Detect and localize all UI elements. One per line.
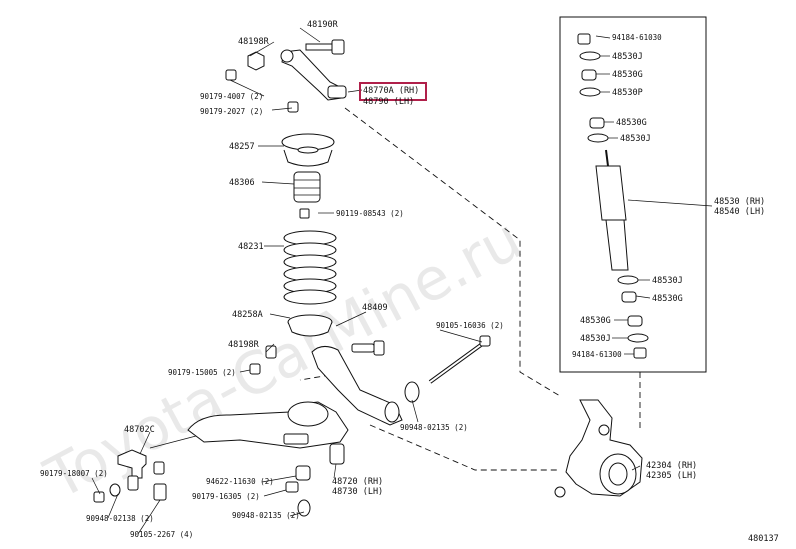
label-90179-18007[interactable]: 90179-18007 (2) — [40, 469, 108, 478]
lower-control-arm — [149, 401, 349, 465]
label-48190R[interactable]: 48190R — [307, 20, 339, 30]
long-bolt — [384, 335, 491, 423]
highlighted-part-box — [359, 82, 427, 101]
label-90179-15005[interactable]: 90179-15005 (2) — [168, 368, 236, 377]
lower-arm-upper-link — [249, 340, 403, 426]
label-48530G-3[interactable]: 48530G — [652, 294, 683, 304]
label-48530G-4[interactable]: 48530G — [580, 316, 611, 326]
shock-absorber — [577, 33, 649, 359]
label-48530-rh[interactable]: 48530 (RH) — [714, 197, 765, 207]
shock-absorber-frame — [559, 16, 707, 373]
label-48702C[interactable]: 48702C — [124, 425, 155, 435]
label-48258A[interactable]: 48258A — [232, 310, 263, 320]
label-48530G-2[interactable]: 48530G — [616, 118, 647, 128]
label-90105-16036[interactable]: 90105-16036 (2) — [436, 321, 504, 330]
label-90119-08543[interactable]: 90119-08543 (2) — [336, 209, 404, 218]
label-48198R-top[interactable]: 48198R — [238, 37, 270, 47]
label-90948-02135-a[interactable]: 90948-02135 (2) — [400, 423, 468, 432]
part-labels: 48190R 48198R 90179-4007 (2) 90179-2027 … — [40, 20, 779, 544]
label-94184-61300[interactable]: 94184-61300 — [572, 350, 622, 359]
label-48530J-3[interactable]: 48530J — [652, 276, 683, 286]
bolt-small — [299, 208, 310, 219]
label-48730-lh[interactable]: 48730 (LH) — [332, 487, 383, 497]
spring-upper-seat — [281, 133, 335, 167]
label-42304-rh[interactable]: 42304 (RH) — [646, 461, 697, 471]
label-90179-16305[interactable]: 90179-16305 (2) — [192, 492, 260, 501]
label-48530J-2[interactable]: 48530J — [620, 134, 651, 144]
label-90179-2027[interactable]: 90179-2027 (2) — [200, 107, 263, 116]
bump-stopper — [293, 171, 321, 203]
label-90179-4007[interactable]: 90179-4007 (2) — [200, 92, 263, 101]
label-48257[interactable]: 48257 — [229, 142, 255, 152]
label-48530P[interactable]: 48530P — [612, 88, 643, 98]
upper-arm-ref-line — [344, 107, 561, 397]
spring-lower-seat — [287, 314, 333, 337]
label-48720-rh[interactable]: 48720 (RH) — [332, 477, 383, 487]
label-94184-61030[interactable]: 94184-61030 — [612, 33, 662, 42]
lower-arm-ref-line — [369, 424, 560, 471]
label-48530J-4[interactable]: 48530J — [580, 334, 611, 344]
watermark: Toyota-CarMine.ru — [34, 205, 533, 513]
label-42305-lh[interactable]: 42305 (LH) — [646, 471, 697, 481]
label-90948-02138[interactable]: 90948-02138 (2) — [86, 514, 154, 523]
lower-hardware — [93, 449, 311, 517]
label-90105-2267[interactable]: 90105-2267 (4) — [130, 530, 193, 539]
label-48409[interactable]: 48409 — [362, 303, 388, 313]
label-48198R-mid[interactable]: 48198R — [228, 340, 260, 350]
label-48530G-1[interactable]: 48530G — [612, 70, 643, 80]
label-48540-lh[interactable]: 48540 (LH) — [714, 207, 765, 217]
label-48530J-1[interactable]: 48530J — [612, 52, 643, 62]
label-48231[interactable]: 48231 — [238, 242, 264, 252]
leader-lines — [91, 27, 713, 535]
steering-knuckle — [554, 399, 643, 498]
upper-control-arm — [225, 39, 347, 113]
coil-spring — [283, 230, 337, 305]
diagram-id: 480137 — [748, 534, 779, 544]
label-48790-lh[interactable]: 48790 (LH) — [363, 97, 414, 107]
label-94622-11630[interactable]: 94622-11630 (2) — [206, 477, 274, 486]
label-90948-02135-b[interactable]: 90948-02135 (2) — [232, 511, 300, 520]
label-48770A-rh[interactable]: 48770A (RH) — [363, 86, 419, 96]
label-48306[interactable]: 48306 — [229, 178, 255, 188]
